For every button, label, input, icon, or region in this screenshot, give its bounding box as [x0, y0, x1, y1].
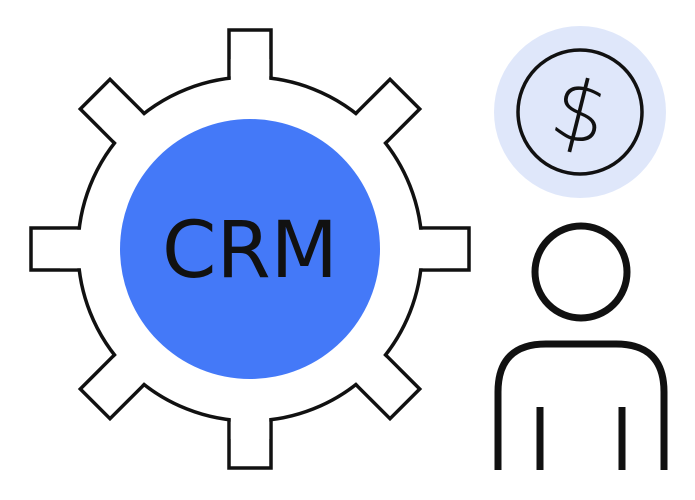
- crm-label: CRM: [162, 206, 338, 296]
- gear-center-circle: [120, 119, 380, 379]
- dollar-coin-icon: $: [494, 26, 666, 198]
- person-icon: [494, 222, 668, 470]
- person-head: [531, 222, 631, 322]
- gear-icon: CRM: [29, 28, 471, 470]
- person-body: [494, 340, 668, 470]
